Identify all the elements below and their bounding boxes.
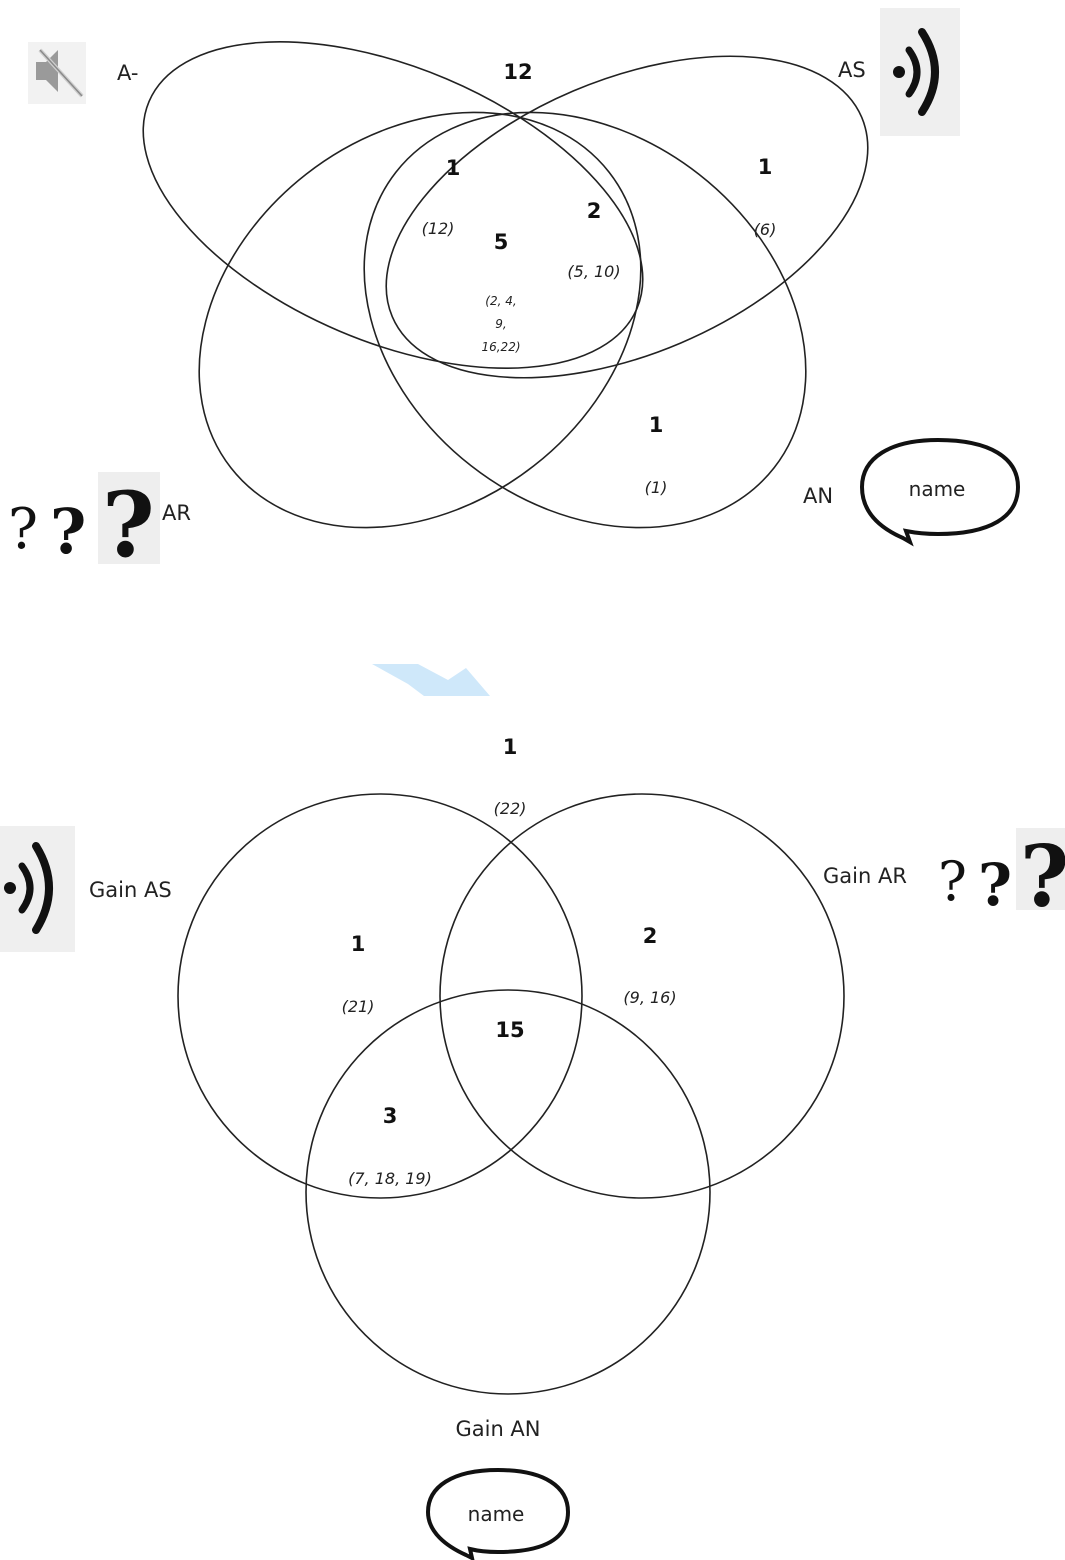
outside-count: 1 xyxy=(503,735,518,759)
speech-bubble-icon xyxy=(859,437,1021,547)
set-gain-an-circle xyxy=(305,989,711,1395)
svg-text:?: ? xyxy=(8,497,38,562)
region-ids: (12) xyxy=(422,219,455,238)
watermark-logo xyxy=(372,664,490,696)
speech-bubble-icon xyxy=(425,1467,571,1560)
set-label-gain-an: Gain AN xyxy=(455,1417,540,1441)
region-count: 3 xyxy=(383,1104,398,1128)
region-ids: 16,22) xyxy=(481,340,520,354)
sound-waves-icon xyxy=(880,8,960,136)
svg-text:?: ? xyxy=(1020,827,1065,926)
speech-bubble-text: name xyxy=(909,477,966,501)
set-an-ellipse xyxy=(363,111,807,529)
region-count: 2 xyxy=(587,199,602,223)
region-count: 1 xyxy=(446,156,461,180)
set-label-an: AN xyxy=(803,484,833,508)
outside-count: 12 xyxy=(503,60,532,84)
svg-text:?: ? xyxy=(102,472,155,578)
question-marks-icon: ? ? ? xyxy=(938,827,1065,926)
set-gain-ar-circle xyxy=(439,793,845,1199)
region-ids: (6) xyxy=(754,220,777,239)
set-label-gain-ar: Gain AR xyxy=(823,864,907,888)
speech-bubble-text: name xyxy=(468,1502,525,1526)
region-ids: (7, 18, 19) xyxy=(348,1169,432,1188)
region-ids: (21) xyxy=(342,997,375,1016)
svg-text:?: ? xyxy=(978,851,1012,919)
svg-text:?: ? xyxy=(50,495,86,568)
top-venn-diagram: A- AS AR AN 12 1 (12) 5 (2, 4, 9, 16,22)… xyxy=(8,8,1021,578)
region-count: 1 xyxy=(351,932,366,956)
region-ids: (1) xyxy=(645,478,668,497)
question-marks-icon: ? ? ? xyxy=(8,472,160,578)
region-count: 1 xyxy=(758,155,773,179)
region-count: 15 xyxy=(495,1018,524,1042)
region-count: 1 xyxy=(649,413,664,437)
bottom-venn-diagram: Gain AS Gain AR Gain AN 1 (22) 1 (21) 2 … xyxy=(0,735,1065,1560)
set-as-ellipse xyxy=(385,55,869,379)
speaker-muted-icon xyxy=(28,42,86,104)
outside-ids: (22) xyxy=(494,799,527,818)
region-ids: 9, xyxy=(495,317,506,331)
set-label-as: AS xyxy=(838,58,866,82)
region-count: 2 xyxy=(643,924,658,948)
set-label-ar: AR xyxy=(162,501,191,525)
set-label-gain-as: Gain AS xyxy=(89,878,172,902)
region-ids: (9, 16) xyxy=(623,988,676,1007)
set-ar-ellipse xyxy=(198,111,642,529)
region-ids: (2, 4, xyxy=(485,294,516,308)
set-gain-as-circle xyxy=(177,793,583,1199)
set-label-a-minus: A- xyxy=(117,61,138,85)
sound-waves-icon xyxy=(0,826,75,952)
region-ids: (5, 10) xyxy=(567,262,620,281)
region-count: 5 xyxy=(494,230,509,254)
svg-text:?: ? xyxy=(938,850,967,913)
